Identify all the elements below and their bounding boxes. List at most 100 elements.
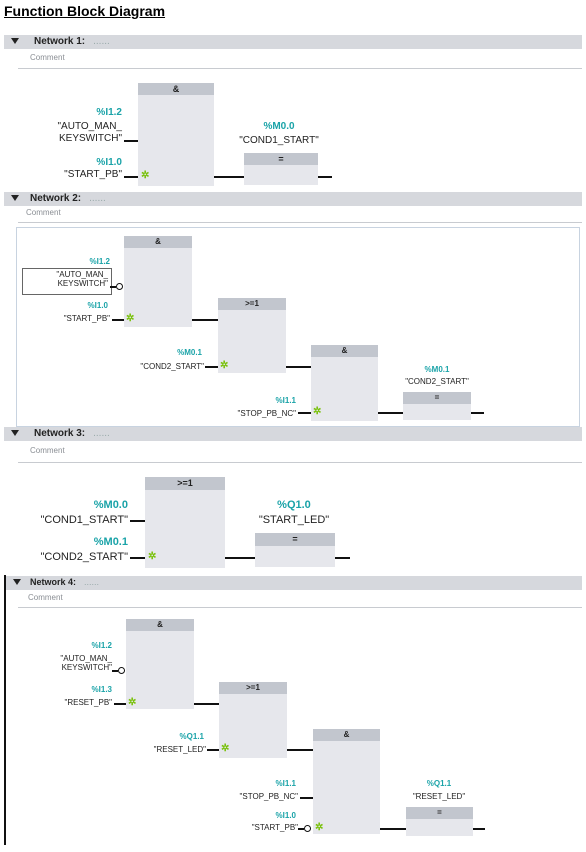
network-2-canvas <box>16 227 580 427</box>
input-address: %I1.0 <box>275 811 296 820</box>
network-3-comment[interactable]: Comment <box>30 446 65 455</box>
assignment-coil[interactable]: = <box>403 392 471 420</box>
network-4-label: Network 4: <box>30 577 77 587</box>
network-1-label: Network 1: <box>34 36 86 47</box>
network-4-header[interactable]: Network 4:...... <box>6 576 582 590</box>
or-block[interactable]: >=1 <box>219 682 287 758</box>
network-2-title-placeholder[interactable]: ...... <box>89 193 106 204</box>
input-address: %I1.1 <box>275 396 296 405</box>
network-3-header[interactable]: Network 3:...... <box>4 427 582 441</box>
divider <box>18 607 582 608</box>
output-tag-name: "RESET_LED" <box>412 792 466 801</box>
connection-wire <box>130 520 145 522</box>
enable-spark-icon: ✲ <box>221 743 230 754</box>
input-address: %I1.1 <box>275 779 296 788</box>
input-tag-name: "START_PB" <box>251 823 298 832</box>
and-block[interactable]: & <box>138 83 214 186</box>
input-tag-name: "STOP_PB_NC" <box>237 409 296 418</box>
input-tag-name: "AUTO_MAN_ KEYSWITCH" <box>57 121 123 144</box>
output-tag-name: "COND1_START" <box>239 135 319 146</box>
output-address: %Q1.1 <box>426 779 452 788</box>
input-address: %I1.0 <box>96 157 122 168</box>
and-block-header: & <box>124 236 192 248</box>
input-tag-name: "AUTO_MAN_ KEYSWITCH" <box>56 270 108 289</box>
connection-wire <box>214 176 244 178</box>
connection-wire <box>287 749 313 751</box>
collapse-triangle-icon[interactable] <box>11 195 19 201</box>
and-block-header: & <box>138 83 214 95</box>
network-1-header[interactable]: Network 1:...... <box>4 35 582 49</box>
assignment-coil[interactable]: = <box>255 533 335 567</box>
input-tag-name: "RESET_PB" <box>64 698 112 707</box>
divider <box>18 462 582 463</box>
connection-wire <box>194 703 219 705</box>
connection-wire <box>286 366 311 368</box>
or-block-header: >=1 <box>219 682 287 694</box>
and-block[interactable]: & <box>313 729 380 834</box>
left-power-rail <box>4 575 6 845</box>
output-address: %M0.1 <box>424 365 450 374</box>
network-3-title-placeholder[interactable]: ...... <box>93 428 110 439</box>
connection-wire <box>114 703 126 705</box>
or-block[interactable]: >=1 <box>218 298 286 373</box>
input-tag-name: "COND2_START" <box>140 362 204 371</box>
input-tag-name: "START_PB" <box>64 169 122 180</box>
input-tag-name: "RESET_LED" <box>153 745 206 754</box>
network-1-comment[interactable]: Comment <box>30 53 65 62</box>
assignment-coil[interactable]: = <box>406 807 473 836</box>
negation-circle-icon <box>118 667 125 674</box>
connection-wire <box>335 557 350 559</box>
input-tag-name: "AUTO_MAN_ KEYSWITCH" <box>60 654 112 673</box>
connection-wire <box>124 140 138 142</box>
enable-spark-icon: ✲ <box>128 697 137 708</box>
assignment-coil-header: = <box>403 392 471 404</box>
selected-operand-box[interactable] <box>22 268 112 295</box>
and-block[interactable]: & <box>311 345 378 421</box>
enable-spark-icon: ✲ <box>141 170 150 181</box>
negation-circle-icon <box>116 283 123 290</box>
connection-wire <box>112 319 124 321</box>
input-address: %M0.0 <box>93 499 128 511</box>
connection-wire <box>298 412 311 414</box>
divider <box>18 68 582 69</box>
network-2-comment[interactable]: Comment <box>26 208 61 217</box>
connection-wire <box>378 412 403 414</box>
output-address: %M0.0 <box>263 121 295 132</box>
collapse-triangle-icon[interactable] <box>11 38 19 44</box>
input-address: %I1.2 <box>89 257 110 266</box>
connection-wire <box>192 319 218 321</box>
enable-spark-icon: ✲ <box>313 406 322 417</box>
network-1-title-placeholder[interactable]: ...... <box>93 36 110 47</box>
collapse-triangle-icon[interactable] <box>13 579 21 585</box>
connection-wire <box>124 176 138 178</box>
network-4-comment[interactable]: Comment <box>28 593 63 602</box>
input-tag-name: "COND2_START" <box>40 551 128 563</box>
output-address: %Q1.0 <box>277 499 311 511</box>
assignment-coil[interactable]: = <box>244 153 318 185</box>
network-2-label: Network 2: <box>30 193 82 204</box>
and-block[interactable]: & <box>126 619 194 709</box>
page-title: Function Block Diagram <box>4 3 166 19</box>
and-block[interactable]: & <box>124 236 192 327</box>
connection-wire <box>471 412 484 414</box>
connection-wire <box>473 828 485 830</box>
assignment-coil-header: = <box>244 153 318 165</box>
divider <box>18 222 582 223</box>
network-4-title-placeholder[interactable]: ...... <box>84 577 100 587</box>
collapse-triangle-icon[interactable] <box>11 430 19 436</box>
or-block[interactable]: >=1 <box>145 477 225 568</box>
network-2-header[interactable]: Network 2:...... <box>4 192 582 206</box>
assignment-coil-header: = <box>406 807 473 819</box>
network-3-label: Network 3: <box>34 428 86 439</box>
input-address: %I1.2 <box>96 107 122 118</box>
or-block-header: >=1 <box>218 298 286 310</box>
connection-wire <box>225 557 255 559</box>
enable-spark-icon: ✲ <box>148 551 157 562</box>
input-address: %M0.1 <box>177 348 202 357</box>
input-address: %I1.2 <box>91 641 112 650</box>
connection-wire <box>207 749 219 751</box>
connection-wire <box>110 286 116 288</box>
and-block-header: & <box>313 729 380 741</box>
input-address: %I1.3 <box>91 685 112 694</box>
connection-wire <box>318 176 332 178</box>
